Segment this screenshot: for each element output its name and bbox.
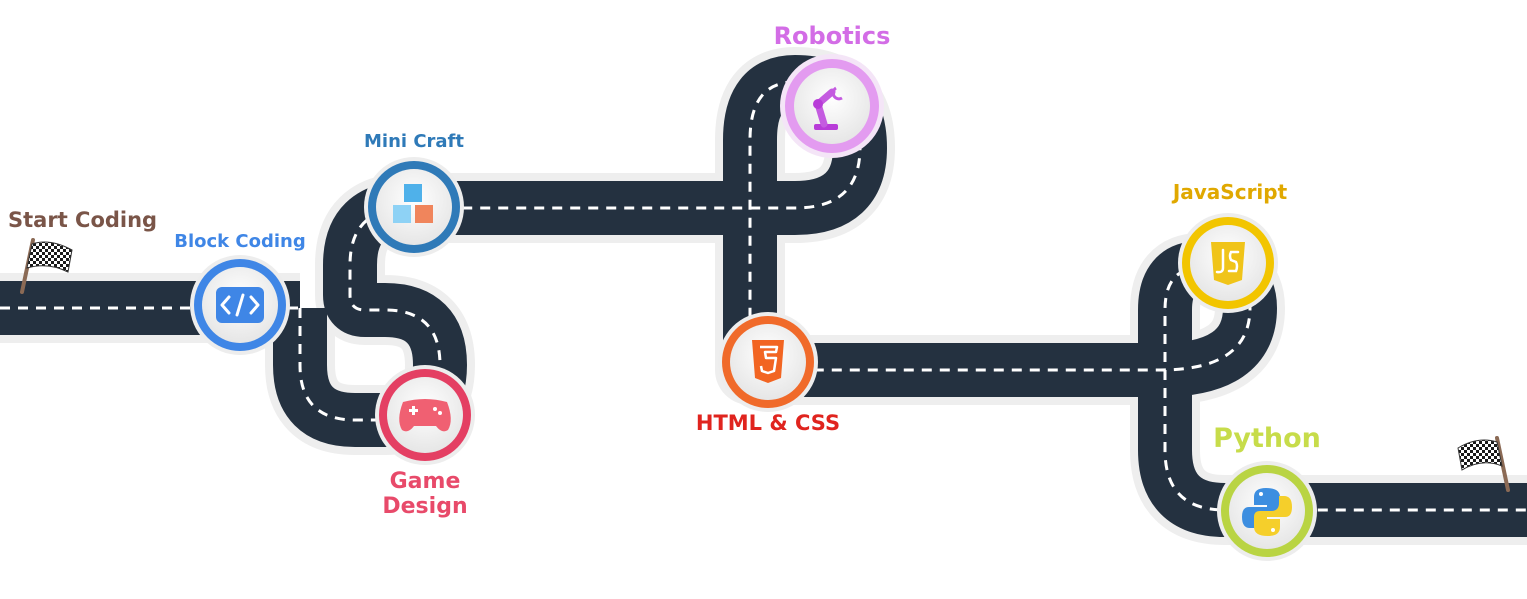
html5-icon xyxy=(752,340,784,383)
javascript-label: JavaScript xyxy=(1172,180,1288,204)
python-label: Python xyxy=(1213,423,1321,454)
html-css-label: HTML & CSS xyxy=(695,411,841,435)
start-label: Start Coding xyxy=(8,208,158,232)
milestone-mini-craft[interactable] xyxy=(364,157,464,257)
milestone-robotics[interactable] xyxy=(780,54,884,158)
finish-flag-icon xyxy=(1457,436,1510,492)
start-flag-icon xyxy=(20,238,73,294)
game-design-label: Game Design xyxy=(382,469,468,520)
gamepad-icon xyxy=(399,399,451,432)
milestone-html-css[interactable] xyxy=(718,312,818,412)
milestone-javascript[interactable] xyxy=(1178,213,1278,313)
js-icon xyxy=(1211,242,1245,285)
milestone-game-design[interactable] xyxy=(375,365,475,465)
milestone-python[interactable] xyxy=(1217,461,1317,561)
block-coding-label: Block Coding xyxy=(174,231,306,252)
robot-arm-icon xyxy=(813,86,843,130)
milestone-block-coding[interactable] xyxy=(190,255,290,355)
cubes-icon xyxy=(393,184,433,223)
robotics-label: Robotics xyxy=(773,22,891,50)
python-icon xyxy=(1242,488,1292,536)
mini-craft-label: Mini Craft xyxy=(363,131,465,152)
code-icon xyxy=(216,287,264,323)
